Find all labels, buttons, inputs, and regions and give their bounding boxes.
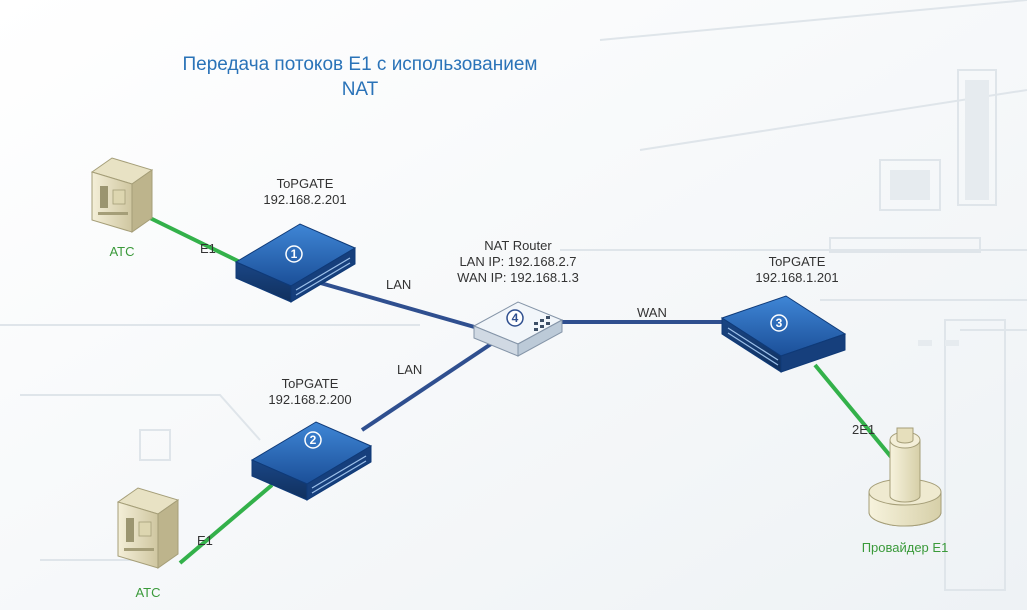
topgate2-name: ToPGATE (281, 376, 339, 391)
atc1-label: ATC (109, 244, 135, 259)
title-line-2: NAT (341, 79, 379, 100)
topgate3-name: ToPGATE (768, 254, 826, 269)
lan1-label: LAN (386, 277, 412, 292)
topgate2-ip: 192.168.2.200 (268, 392, 352, 407)
wan-label: WAN (637, 305, 667, 320)
link-lan2 (360, 336, 502, 432)
device-badges (285, 245, 788, 449)
background-circuit-decoration (0, 0, 1027, 591)
topgate1-ip: 192.168.2.201 (263, 192, 347, 207)
provider-2e1-label: 2E1 (852, 422, 876, 437)
topgate1-name: ToPGATE (276, 176, 334, 191)
badge-1: 1 (290, 247, 298, 261)
link-atc2-e1 (178, 483, 274, 565)
link-provider-2e1 (813, 363, 894, 460)
diagram-title: Передача потоков E1 с использованием NAT (130, 52, 590, 102)
atc2-e1-label: E1 (197, 533, 213, 548)
network-switch-icon (234, 223, 357, 303)
network-switch-icon (250, 421, 373, 501)
network-switch-icon (720, 295, 847, 373)
provider-label: Провайдер E1 (861, 540, 949, 555)
atc1-e1-label: E1 (200, 241, 216, 256)
router-lan-ip: LAN IP: 192.168.2.7 (459, 254, 577, 269)
topgate2-label: ToPGATE 192.168.2.200 (250, 376, 370, 408)
title-line-1: Передача потоков E1 с использованием (182, 54, 538, 75)
topgate1-label: ToPGATE 192.168.2.201 (245, 176, 365, 208)
badge-4: 4 (511, 311, 519, 325)
topgate3-label: ToPGATE 192.168.1.201 (737, 254, 857, 286)
badge-2: 2 (309, 433, 317, 447)
background-chip-decoration (890, 80, 989, 346)
pbx-server-icon (116, 487, 180, 569)
link-lan1 (309, 278, 479, 330)
lan2-label: LAN (397, 362, 423, 377)
router-wan-ip: WAN IP: 192.168.1.3 (457, 270, 579, 285)
pbx-server-icon (90, 157, 154, 233)
links (149, 216, 894, 565)
router-label: NAT Router LAN IP: 192.168.2.7 WAN IP: 1… (438, 238, 598, 286)
topgate3-ip: 192.168.1.201 (755, 270, 839, 285)
link-atc1-e1 (149, 216, 241, 264)
router-name: NAT Router (484, 238, 552, 253)
badge-3: 3 (775, 316, 783, 330)
provider-tower-icon (868, 427, 942, 527)
atc2-label: ATC (135, 585, 161, 600)
